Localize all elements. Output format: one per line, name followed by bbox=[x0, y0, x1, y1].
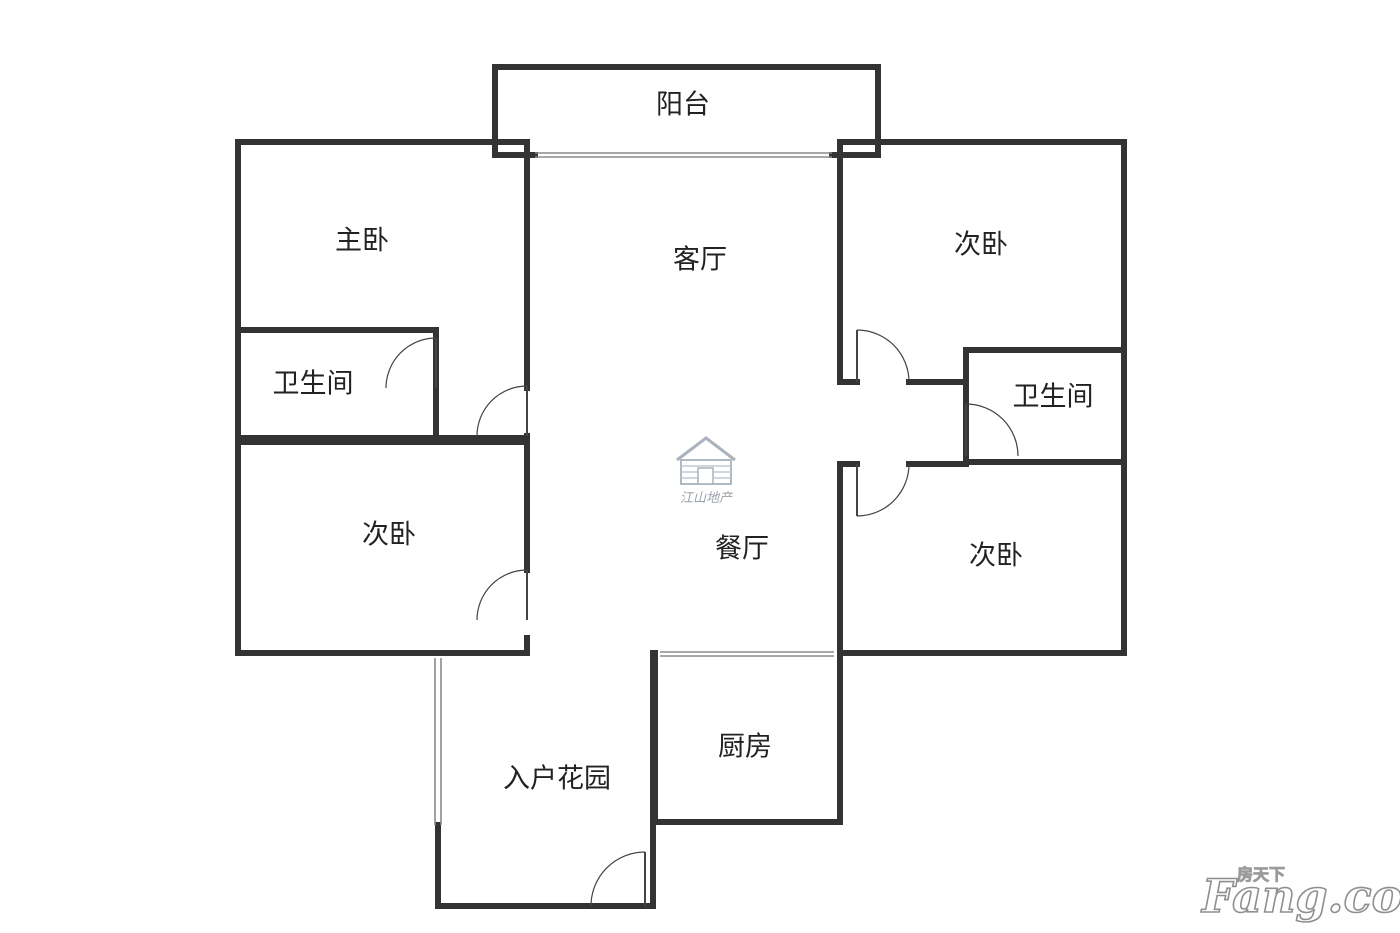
door-left-bedroom bbox=[476, 569, 528, 621]
living-room-label: 客厅 bbox=[673, 245, 727, 276]
door-master-bedroom bbox=[476, 385, 528, 437]
left-bedroom-label: 次卧 bbox=[362, 520, 416, 551]
balcony-window bbox=[535, 152, 832, 158]
door-bottom-right-bedroom bbox=[856, 463, 910, 517]
top-right-bedroom-label: 次卧 bbox=[954, 230, 1008, 261]
entry-garden-walls bbox=[435, 650, 656, 909]
left-bathroom-label: 卫生间 bbox=[273, 369, 354, 400]
brand-small-text: 房天下 bbox=[1237, 865, 1285, 884]
door-top-right-bedroom bbox=[856, 329, 910, 383]
fang-logo: 房天下 Fang.com bbox=[1199, 865, 1400, 924]
kitchen-label: 厨房 bbox=[718, 732, 772, 763]
kitchen-window bbox=[660, 651, 834, 657]
door-right-bathroom bbox=[965, 403, 1019, 457]
watermark-text: 江山地产 bbox=[680, 491, 734, 506]
door-entry bbox=[590, 851, 646, 907]
dining-room-label: 餐厅 bbox=[715, 534, 769, 565]
left-wing-walls bbox=[235, 139, 530, 656]
entry-garden-window bbox=[434, 658, 442, 825]
house-logo-icon bbox=[676, 436, 736, 485]
door-left-bathroom bbox=[385, 337, 437, 389]
balcony-label: 阳台 bbox=[656, 90, 710, 121]
bottom-right-bedroom-label: 次卧 bbox=[969, 541, 1023, 572]
master-bedroom-label: 主卧 bbox=[335, 226, 389, 257]
brand-large-text: Fang.com bbox=[1200, 869, 1400, 923]
entry-garden-label: 入户花园 bbox=[503, 764, 611, 795]
right-bathroom-label: 卫生间 bbox=[1013, 382, 1094, 413]
